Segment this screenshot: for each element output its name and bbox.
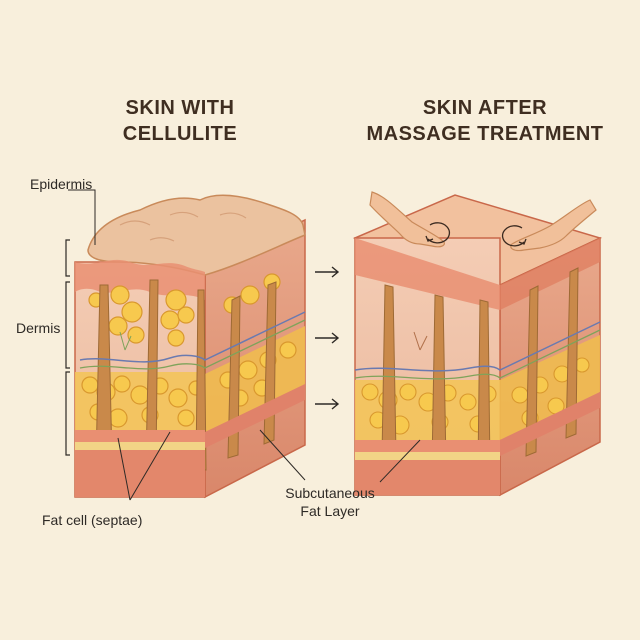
title-cellulite: SKIN WITH CELLULITE [85,95,275,147]
circular-motion-arrows-icon [425,222,527,247]
label-dermis: Dermis [16,320,61,336]
massage-skin-block [352,194,603,497]
label-fat-cell: Fat cell (septae) [42,512,143,528]
cellulite-skin-block [74,194,306,499]
title-after-massage-line1: SKIN AFTER [422,97,548,119]
layer-brackets [65,239,70,456]
label-epidermis: Epidermis [30,176,93,192]
label-subcutaneous-line1: Subcutaneous [285,485,375,501]
massage-septae [381,267,579,471]
title-cellulite-line1: SKIN WITH [125,97,235,119]
cellulite-epidermis-top [87,194,306,276]
cellulite-septae [95,279,277,471]
title-after-massage-line2: MASSAGE TREATMENT [366,123,604,145]
leader-lines [68,189,421,501]
title-cellulite-line2: CELLULITE [122,123,238,145]
massage-hand-right-icon [510,199,597,252]
transition-arrows [315,266,340,410]
title-after-massage: SKIN AFTER MASSAGE TREATMENT [355,95,615,147]
label-subcutaneous-line2: Fat Layer [300,503,360,519]
massage-hand-left-icon [369,191,445,248]
label-subcutaneous-fat: Subcutaneous Fat Layer [275,484,385,520]
